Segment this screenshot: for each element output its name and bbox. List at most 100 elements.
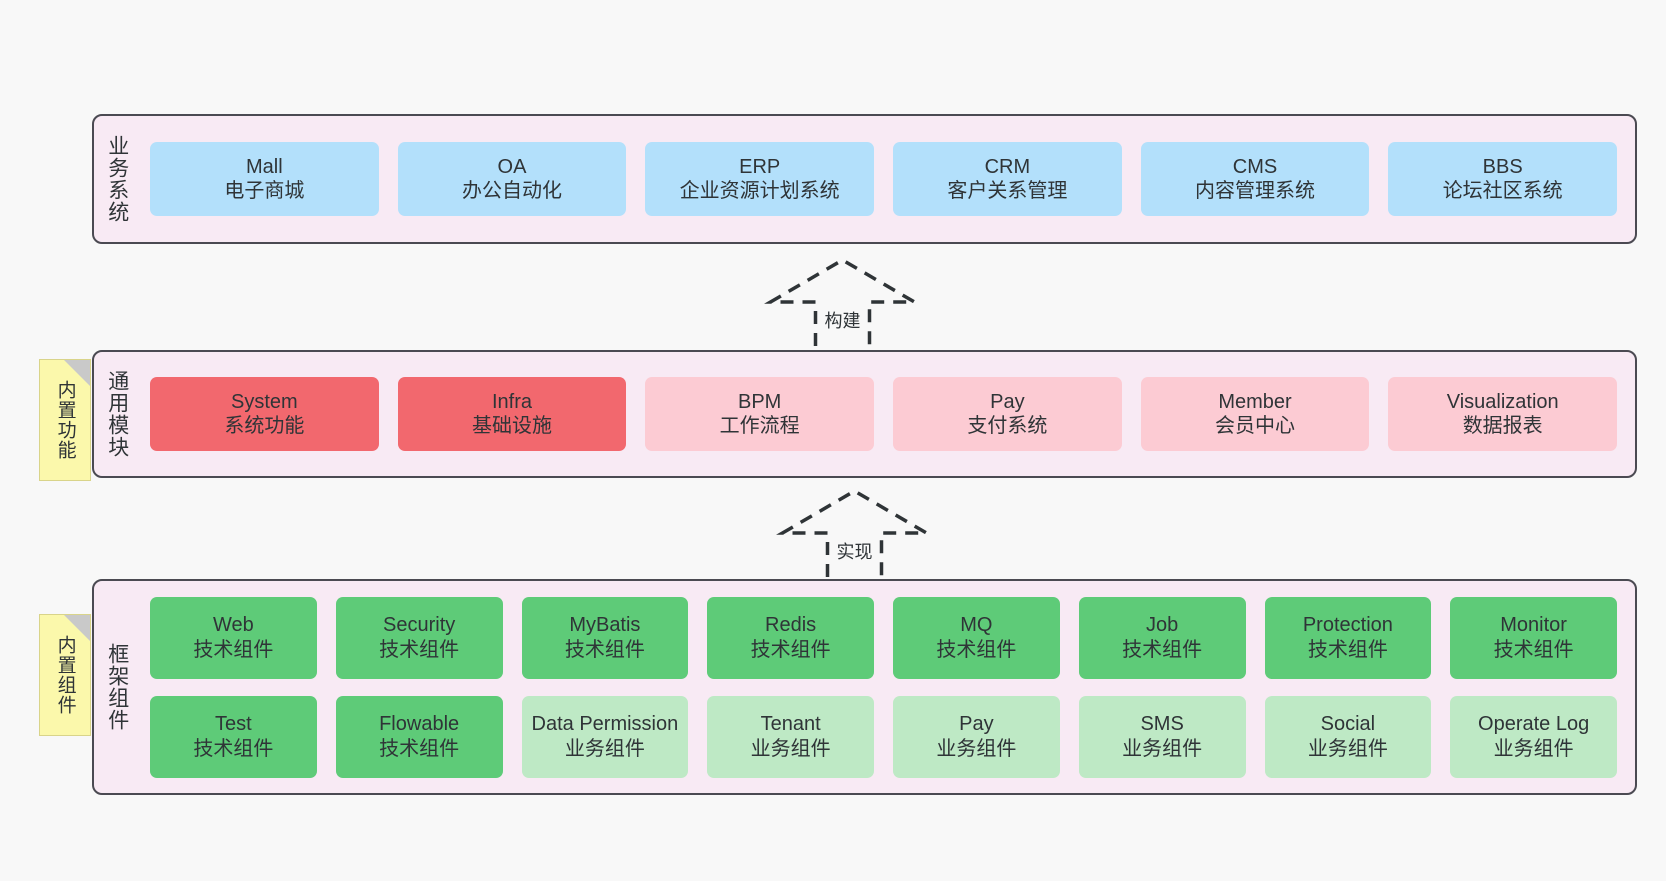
module-card-subtitle: 数据报表 [1462,415,1543,437]
module-card-name: MyBatis [569,614,641,637]
layer-title-business-system: 业务系统 [105,135,129,223]
module-card-name: Security [383,614,456,637]
module-card-name: Protection [1302,614,1393,637]
module-card-name: Web [212,614,254,637]
module-card-name: BBS [1482,155,1523,178]
module-card-subtitle: 技术组件 [193,638,274,661]
note-fold-corner [64,615,90,641]
arrow-build: 构建 [760,258,925,346]
module-card-subtitle: 业务组件 [1122,737,1203,760]
module-card-subtitle: 工作流程 [719,415,800,437]
arrow-build-svg [764,258,921,346]
module-card-subtitle: 技术组件 [1493,638,1574,661]
module-card-name: Flowable [379,713,460,736]
module-card-subtitle: 支付系统 [967,415,1048,437]
module-card-subtitle: 系统功能 [224,415,305,437]
module-card-name: OA [497,155,527,178]
module-card-subtitle: 业务组件 [936,737,1017,760]
module-card-name: Tenant [760,713,821,736]
module-card-name: Member [1218,390,1292,413]
module-card-subtitle: 技术组件 [750,638,831,661]
module-card-name: Redis [765,614,817,637]
module-card-name: Monitor [1500,614,1567,637]
module-card-name: MQ [960,614,993,637]
module-card-subtitle: 电子商城 [224,180,305,202]
module-card-subtitle: 内容管理系统 [1195,180,1316,202]
module-card-subtitle: 业务组件 [1307,737,1388,760]
module-card-subtitle: 技术组件 [1122,638,1203,661]
module-card-subtitle: 技术组件 [193,737,274,760]
module-card-subtitle: 技术组件 [1307,638,1388,661]
module-card-name: Visualization [1446,390,1559,413]
module-card-subtitle: 技术组件 [379,737,460,760]
module-card-name: ERP [739,155,781,178]
layer-title-common-module: 通用模块 [105,370,129,458]
arrow-build-label: 构建 [824,311,861,331]
arrow-implement-label: 实现 [836,542,873,562]
dashed-arrow-shape [764,258,921,346]
module-card-name: CRM [984,155,1031,178]
module-card-name: Infra [491,390,533,413]
layer-title-framework-component: 框架组件 [105,643,129,731]
module-card-name: Operate Log [1478,713,1590,736]
module-card-name: System [230,390,298,413]
module-card-subtitle: 论坛社区系统 [1442,180,1563,202]
module-card-name: SMS [1140,713,1184,736]
sticky-note-label: 内置组件 [54,635,76,715]
module-card-name: Pay [990,390,1025,413]
module-card-subtitle: 技术组件 [936,638,1017,661]
module-card-subtitle: 技术组件 [564,638,645,661]
sticky-note-common-module: 内置功能 [39,359,91,481]
module-card-name: Data Permission [531,713,679,736]
sticky-note-framework-component: 内置组件 [39,614,91,736]
module-card-subtitle: 客户关系管理 [947,180,1068,202]
dashed-arrow-shape [776,489,933,577]
sticky-note-label: 内置功能 [54,380,76,460]
module-card-name: Job [1146,614,1179,637]
module-card-subtitle: 技术组件 [379,638,460,661]
module-card-subtitle: 业务组件 [750,737,831,760]
module-card-subtitle: 业务组件 [1493,737,1574,760]
note-fold-corner [64,360,90,386]
module-card-subtitle: 会员中心 [1215,415,1296,437]
module-card-name: Pay [959,713,994,736]
